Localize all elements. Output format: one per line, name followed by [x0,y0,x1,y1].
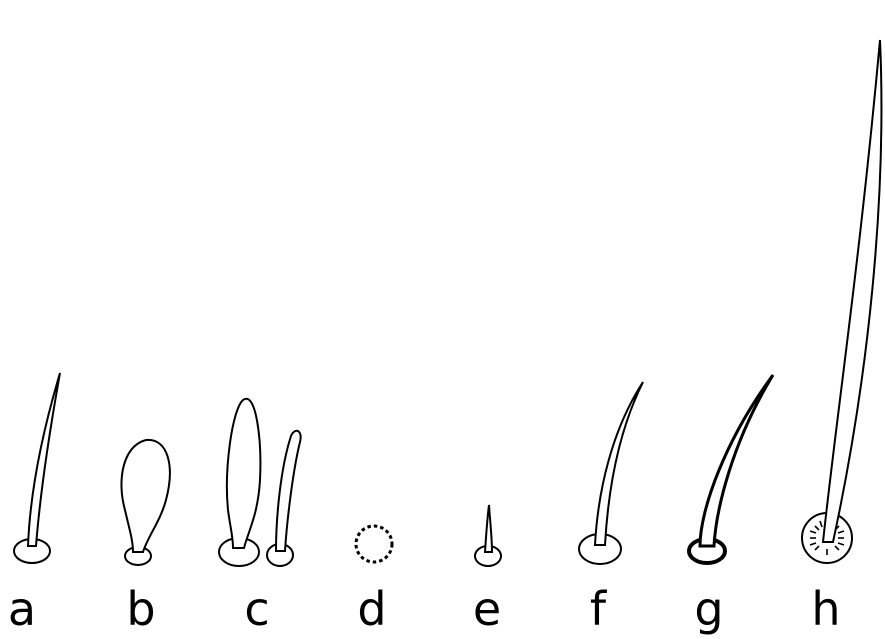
label-a: a [8,582,36,636]
seta-f-drawing [578,381,644,565]
label-f: f [590,582,608,636]
label-c: c [244,582,269,636]
label-e: e [473,582,501,636]
seta-h-drawing [801,39,883,564]
label-g: g [694,582,723,636]
seta-c-drawing [218,397,302,567]
seta-a-drawing [13,372,61,564]
seta-e-drawing [474,504,502,567]
seta-d-drawing [354,524,394,564]
seta-g-drawing [687,374,775,565]
label-h: h [811,582,840,636]
label-d: d [357,582,386,636]
seta-b-drawing [120,438,171,566]
label-b: b [126,582,155,636]
